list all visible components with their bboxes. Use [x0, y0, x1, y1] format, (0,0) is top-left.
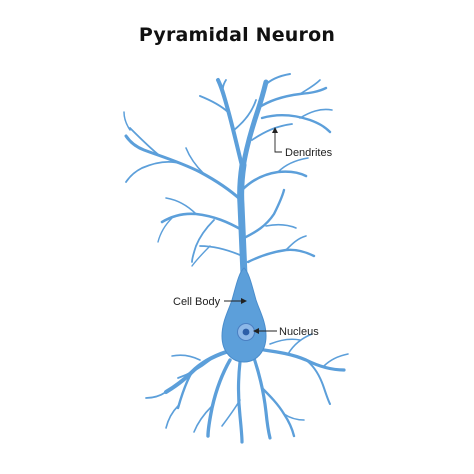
- dendrites-label: Dendrites: [285, 147, 333, 159]
- label-pointers: [224, 127, 282, 334]
- cell-body: [221, 267, 267, 363]
- diagram-title: Pyramidal Neuron: [138, 24, 336, 46]
- nucleus: [237, 323, 255, 341]
- nucleus-label: Nucleus: [279, 326, 319, 338]
- cell-body-label: Cell Body: [173, 296, 221, 308]
- basal-dendrites: [145, 333, 349, 444]
- dendrites-pointer: [272, 127, 282, 153]
- apical-dendrites: [123, 73, 333, 279]
